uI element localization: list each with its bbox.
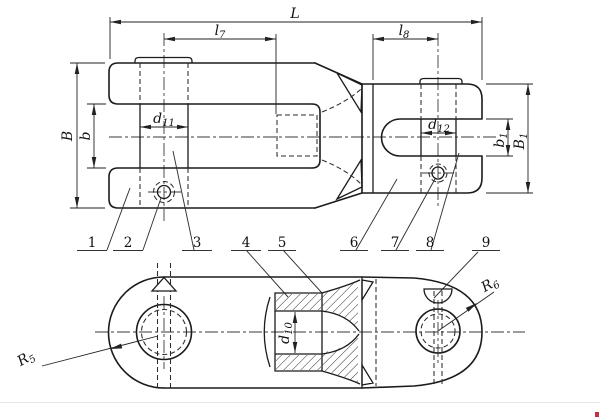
dim-label-d12: d12: [428, 117, 450, 135]
section-hatch-top: [276, 294, 321, 310]
right-boss-tab: [419, 77, 463, 84]
left-fork-top-prong: [108, 62, 316, 105]
callout-number-4: 4: [242, 235, 251, 251]
hidden-slot-depth: [276, 114, 318, 157]
callout-number-9: 9: [482, 235, 491, 251]
split-pin-hole-projection-left: [156, 263, 172, 388]
callout-number-1: 1: [88, 235, 97, 251]
left-pin-hole-edges: [139, 104, 189, 168]
right-split-pin-hole: [431, 166, 445, 180]
direction-arrow-marker: [150, 276, 178, 292]
callout-leader-4: [231, 249, 289, 298]
left-boss-tab: [134, 56, 193, 63]
socket-hole-edges: [275, 310, 322, 355]
dim-label-d11: d11: [153, 111, 175, 129]
lower-transition-web: [335, 157, 363, 201]
left-pin-hole-hidden: [139, 63, 189, 208]
dim-label-B: B: [60, 131, 76, 142]
extension-lines-horizontal-dims: [109, 17, 483, 114]
left-fork-slot-end: [311, 103, 321, 169]
flare-hatch-top: [322, 281, 358, 329]
radius-leader-R6: [437, 291, 495, 332]
radius-arrowhead-R6: [465, 303, 477, 312]
corner-artifact-dot: [595, 412, 599, 417]
callout-leader-7: [381, 178, 436, 251]
dim-label-B1: B1: [512, 133, 530, 151]
dim-label-l8: l8: [399, 23, 410, 41]
socket-mouth-arc: [263, 296, 271, 368]
section-hatch-bottom: [276, 355, 321, 370]
callout-leader-8: [416, 152, 460, 251]
dim-label-b1: b1: [492, 132, 510, 147]
dim-label-L: L: [289, 6, 299, 22]
eye-pin-hole-chamfer: [140, 308, 188, 356]
dim-label-b: b: [78, 131, 94, 140]
flare-hatch-bottom: [322, 335, 358, 383]
right-fork-outline: [361, 83, 483, 194]
bottom-view: d10 R5 R6: [14, 263, 525, 389]
right-end-cap: [361, 276, 483, 389]
radius-leader-R5: [41, 335, 159, 367]
callout-number-8: 8: [426, 235, 435, 251]
dimensions-top-view: L l7 l8 B b d11 d12 b1 B1: [60, 6, 533, 209]
left-split-pin-boss: [152, 180, 176, 204]
top-view: [108, 33, 497, 221]
upper-transition-web: [335, 71, 363, 115]
right-split-pin-boss: [428, 163, 448, 183]
radius-arrowhead-R5: [110, 343, 123, 349]
transition-chamfers: [314, 62, 363, 209]
callout-number-3: 3: [193, 235, 202, 251]
neck-wedges: [361, 279, 375, 386]
callout-leader-6: [340, 178, 398, 251]
eye-pin-hole: [135, 303, 193, 361]
right-pin-hole-hidden: [420, 84, 457, 193]
eye-end-cap: [107, 276, 165, 389]
extension-lines-right-dims: [486, 83, 533, 194]
right-end-hole-chamfer: [420, 313, 456, 349]
dim-label-R5: R5: [14, 347, 39, 372]
left-split-pin-hole: [156, 184, 172, 200]
callout-number-5: 5: [278, 235, 287, 251]
right-end-pin-hole: [415, 308, 461, 354]
callout-leader-3: [172, 150, 212, 251]
dim-label-d10: d10: [277, 322, 295, 344]
part-callouts: 1 2 3 4 5 6 7 8 9: [77, 150, 500, 299]
callout-leader-9: [433, 250, 500, 299]
hidden-fillet-upper: [321, 88, 362, 113]
locking-pin-section-notch: [423, 288, 453, 304]
left-fork-bottom-prong: [108, 167, 316, 209]
right-pin-hole-edges: [420, 119, 457, 156]
callout-number-2: 2: [124, 235, 133, 251]
body-edges: [163, 276, 363, 389]
callout-number-6: 6: [350, 235, 359, 251]
callout-leader-5: [268, 249, 323, 294]
callout-leader-2: [113, 197, 162, 251]
callout-leader-1: [77, 187, 131, 251]
flare-curves: [321, 279, 361, 385]
extension-lines-left-dims: [70, 62, 106, 209]
dim-label-l7: l7: [215, 23, 226, 41]
callout-number-7: 7: [391, 235, 400, 251]
hidden-fillet-lower: [321, 159, 362, 185]
